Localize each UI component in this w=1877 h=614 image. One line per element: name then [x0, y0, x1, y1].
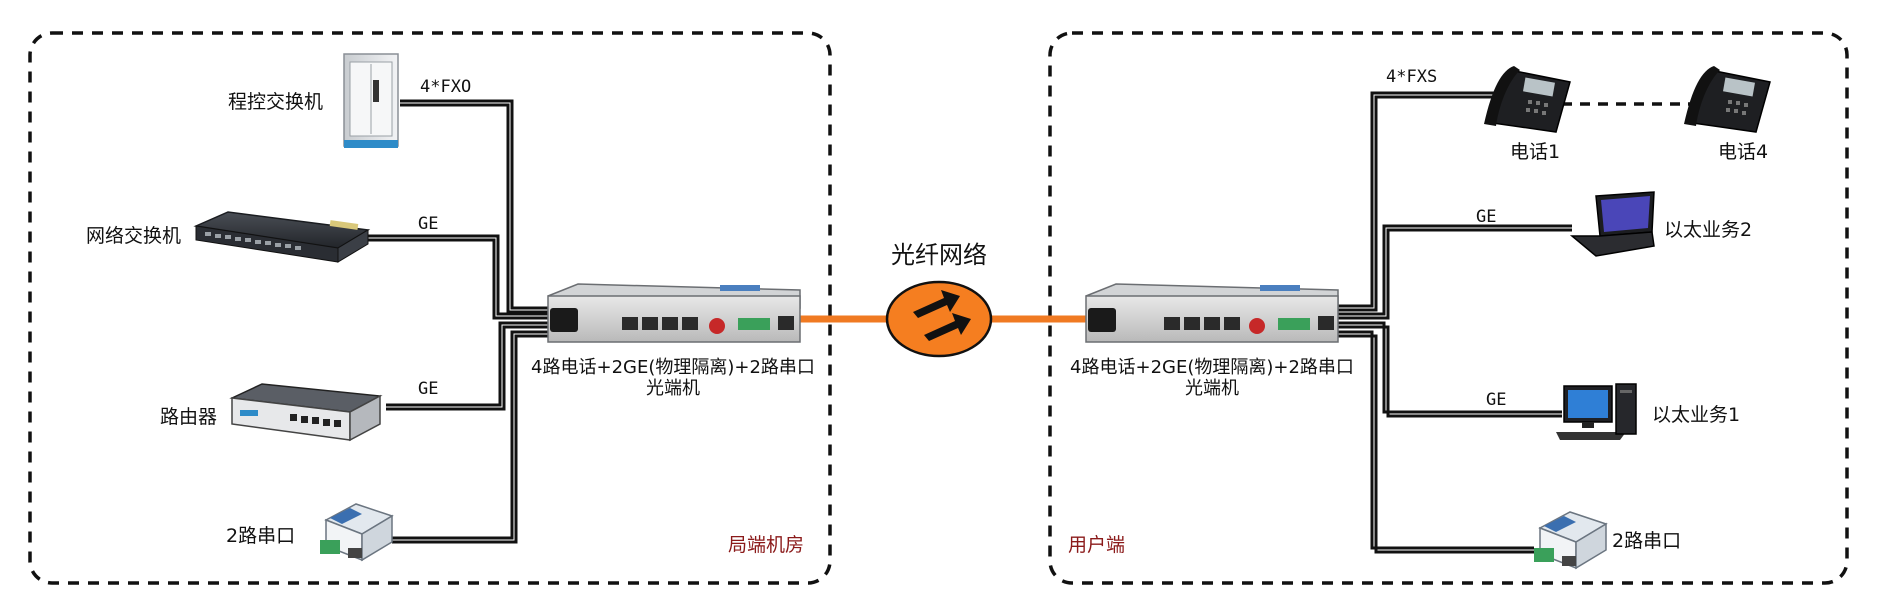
pbx-label: 程控交换机	[228, 91, 323, 113]
ge-port-label-left-2: GE	[418, 379, 438, 399]
left-cables	[368, 99, 548, 544]
serial-label-right: 2路串口	[1612, 530, 1681, 552]
router-icon	[229, 383, 383, 442]
optical-transceiver-left-icon	[547, 283, 801, 343]
serial-converter-icon-right	[1534, 511, 1608, 570]
transceiver-left-line2: 光端机	[646, 378, 700, 399]
network-label: 光纤网络	[891, 241, 987, 269]
network-switch-icon	[193, 211, 371, 263]
ge-port-label-right-2: GE	[1486, 390, 1506, 410]
transceiver-left-line1: 4路电话+2GE(物理隔离)+2路串口	[531, 357, 815, 378]
serial-converter-icon-left	[320, 503, 394, 562]
fxs-port-label: 4*FXS	[1386, 67, 1437, 87]
right-cables	[1338, 91, 1572, 554]
laptop-icon	[1569, 191, 1655, 257]
ethernet1-label: 以太业务1	[1652, 404, 1740, 426]
zone-right-border	[1048, 31, 1849, 585]
phone-icon-1	[1484, 66, 1571, 133]
zone-left-border	[28, 31, 832, 585]
transceiver-right-line2: 光端机	[1185, 378, 1239, 399]
ethernet2-label: 以太业务2	[1664, 219, 1752, 241]
router-label: 路由器	[160, 406, 217, 428]
serial-label-left: 2路串口	[226, 525, 295, 547]
ge-port-label-right-1: GE	[1476, 207, 1496, 227]
fiber-network-icon	[885, 280, 993, 358]
phone-icon-4	[1684, 66, 1771, 133]
zone-left-label: 局端机房	[728, 534, 804, 556]
switch-label: 网络交换机	[86, 225, 181, 247]
phone1-label: 电话1	[1510, 141, 1560, 163]
pbx-cabinet-icon	[343, 53, 399, 148]
optical-transceiver-right-icon	[1085, 283, 1339, 343]
desktop-computer-icon	[1556, 383, 1637, 440]
ge-port-label-left-1: GE	[418, 214, 438, 234]
zone-right-label: 用户端	[1068, 534, 1125, 556]
phone4-label: 电话4	[1718, 141, 1768, 163]
transceiver-right-line1: 4路电话+2GE(物理隔离)+2路串口	[1070, 357, 1354, 378]
fxo-port-label: 4*FXO	[420, 77, 471, 97]
